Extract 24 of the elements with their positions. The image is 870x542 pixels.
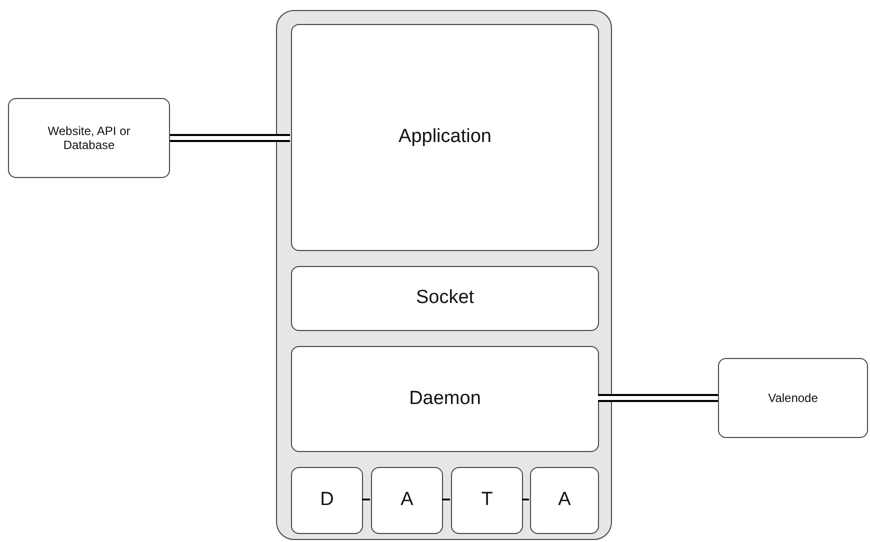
node-label: A <box>558 489 571 512</box>
process-box <box>291 266 599 331</box>
node-label: Website, API or Database <box>46 124 132 152</box>
process-box <box>291 346 599 452</box>
node-label: Socket <box>416 287 474 310</box>
process-box <box>530 467 599 534</box>
node-label: A <box>400 489 414 512</box>
process-box <box>371 467 443 534</box>
node-label: Daemon <box>409 388 481 410</box>
node-label: D <box>320 489 334 512</box>
process-box <box>291 467 363 534</box>
process-box <box>291 24 599 251</box>
device-panel <box>276 10 612 540</box>
connector-line <box>442 498 450 500</box>
process-box <box>718 358 868 438</box>
process-box <box>451 467 523 534</box>
connector-line <box>522 498 529 500</box>
process-box <box>8 98 170 178</box>
connector-line <box>362 498 370 500</box>
connector-line <box>170 134 290 142</box>
node-label: T <box>481 489 493 512</box>
node-label: Application <box>398 126 492 149</box>
node-label: Valenode <box>768 390 818 406</box>
connector-line <box>598 394 718 402</box>
